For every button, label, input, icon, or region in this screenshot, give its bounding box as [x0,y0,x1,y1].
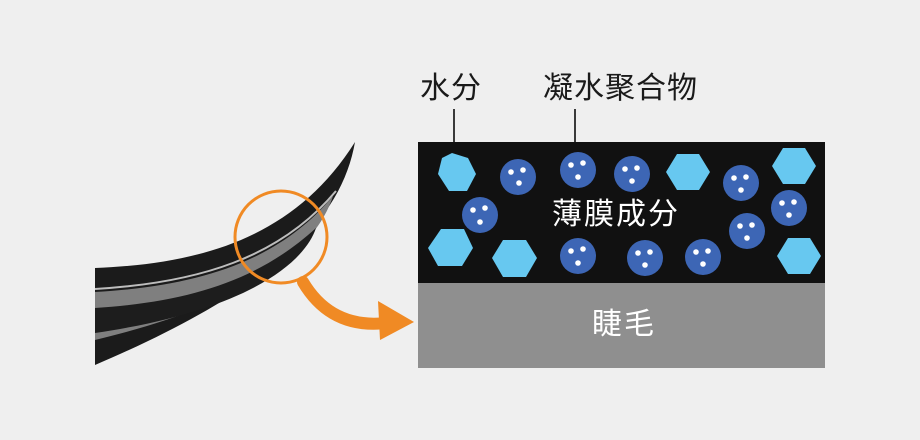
polymer-bead-icon [614,156,650,192]
polymer-bead-icon [685,239,721,275]
label-eyelash: 睫毛 [592,307,656,342]
water-particle-hexagon-icon [492,240,537,277]
polymer-bead-icon [560,238,596,274]
water-particle-hexagon-icon [666,154,710,190]
polymer-bead-icon [462,197,498,233]
water-particle-hexagon-icon [772,148,816,184]
polymer-bead-icon [500,159,536,195]
water-particle-hexagon-icon [777,238,821,274]
eyelash-illustration [94,142,355,365]
eyelash-edge-highlight [94,190,337,290]
eyelash-outer-dark [95,142,355,365]
water-particle-hexagon-icon [438,153,476,191]
label-water: 水分 [420,71,482,106]
zoom-circle-icon [233,189,329,285]
polymer-bead-icon [627,240,663,276]
polymer-bead-icon [729,213,765,249]
polymer-bead-icon [560,152,596,188]
water-particle-hexagon-icon [428,229,473,266]
polymer-bead-icon [723,165,759,201]
curved-arrow-icon [297,276,414,340]
label-film-component: 薄膜成分 [552,197,680,232]
lash-layer [418,283,825,368]
label-polymer: 凝水聚合物 [543,71,698,106]
polymer-bead-icon [771,190,807,226]
eyelash-inner-dark [95,228,316,333]
